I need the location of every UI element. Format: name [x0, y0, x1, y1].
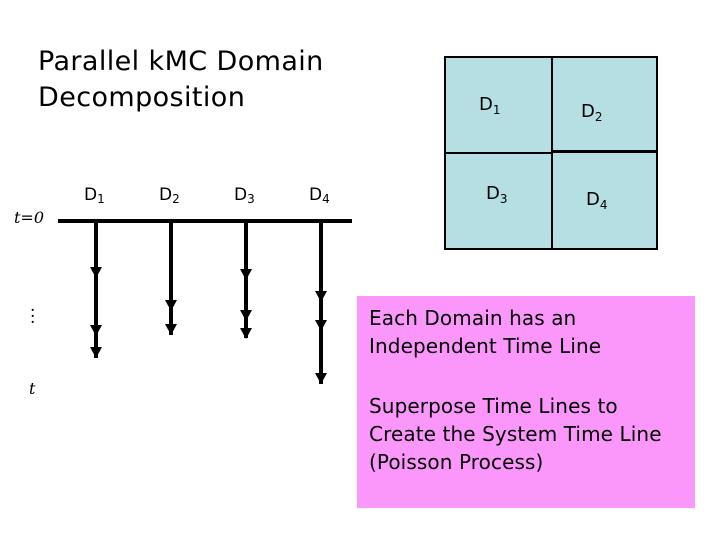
timeline-arrowhead-d4-1 — [315, 291, 327, 302]
timeline-arrowhead-d2-2 — [165, 324, 177, 335]
grid-cell-label-4: D4 — [586, 189, 608, 212]
timeline-line-domain-3 — [244, 222, 248, 338]
timeline-line-domain-4 — [319, 222, 323, 384]
timeline-line-domain-1 — [94, 222, 98, 358]
domain-decomposition-grid: D1 D2 D3 D4 — [444, 56, 658, 250]
grid-horizontal-divider-left — [446, 152, 553, 154]
timeline-arrowhead-d3-2 — [240, 310, 252, 321]
page-title: Parallel k​MC Domain Decomposition — [38, 44, 368, 116]
grid-cell-label-1: D1 — [479, 94, 501, 117]
timeline-ellipsis-icon: ... — [30, 296, 36, 328]
grid-horizontal-divider-right — [553, 150, 656, 153]
timeline-domain-label-3: D3 — [234, 185, 255, 206]
timeline-domain-label-1: D1 — [84, 185, 105, 206]
timeline-line-domain-2 — [169, 222, 173, 335]
page-title-line-1: Parallel k​MC Domain — [38, 46, 324, 77]
callout-text-superpose-timelines: Superpose Time Lines to Create the Syste… — [369, 394, 662, 474]
grid-cell-label-2: D2 — [581, 101, 603, 124]
timeline-arrowhead-d1-3 — [90, 347, 102, 358]
callout-block: Each Domain has an Independent Time Line… — [357, 296, 695, 508]
timeline-domain-label-2: D2 — [159, 185, 180, 206]
page-title-line-2: Decomposition — [38, 82, 246, 113]
callout-text-independent-timeline: Each Domain has an Independent Time Line — [369, 306, 602, 358]
timeline-arrowhead-d2-1 — [165, 300, 177, 311]
timeline-domain-label-4: D4 — [309, 185, 330, 206]
timeline-start-label: t=0 — [14, 208, 45, 227]
timeline-arrowhead-d1-1 — [90, 267, 102, 278]
grid-cell-label-3: D3 — [486, 183, 508, 206]
timeline-arrowhead-d4-2 — [315, 320, 327, 331]
timeline-end-label: t — [29, 379, 36, 398]
timeline-horizontal-axis — [58, 219, 352, 223]
timeline-arrowhead-d1-2 — [90, 325, 102, 336]
timeline-arrowhead-d4-3 — [315, 373, 327, 384]
timeline-arrowhead-d3-3 — [240, 328, 252, 339]
timeline-arrowhead-d3-1 — [240, 269, 252, 280]
